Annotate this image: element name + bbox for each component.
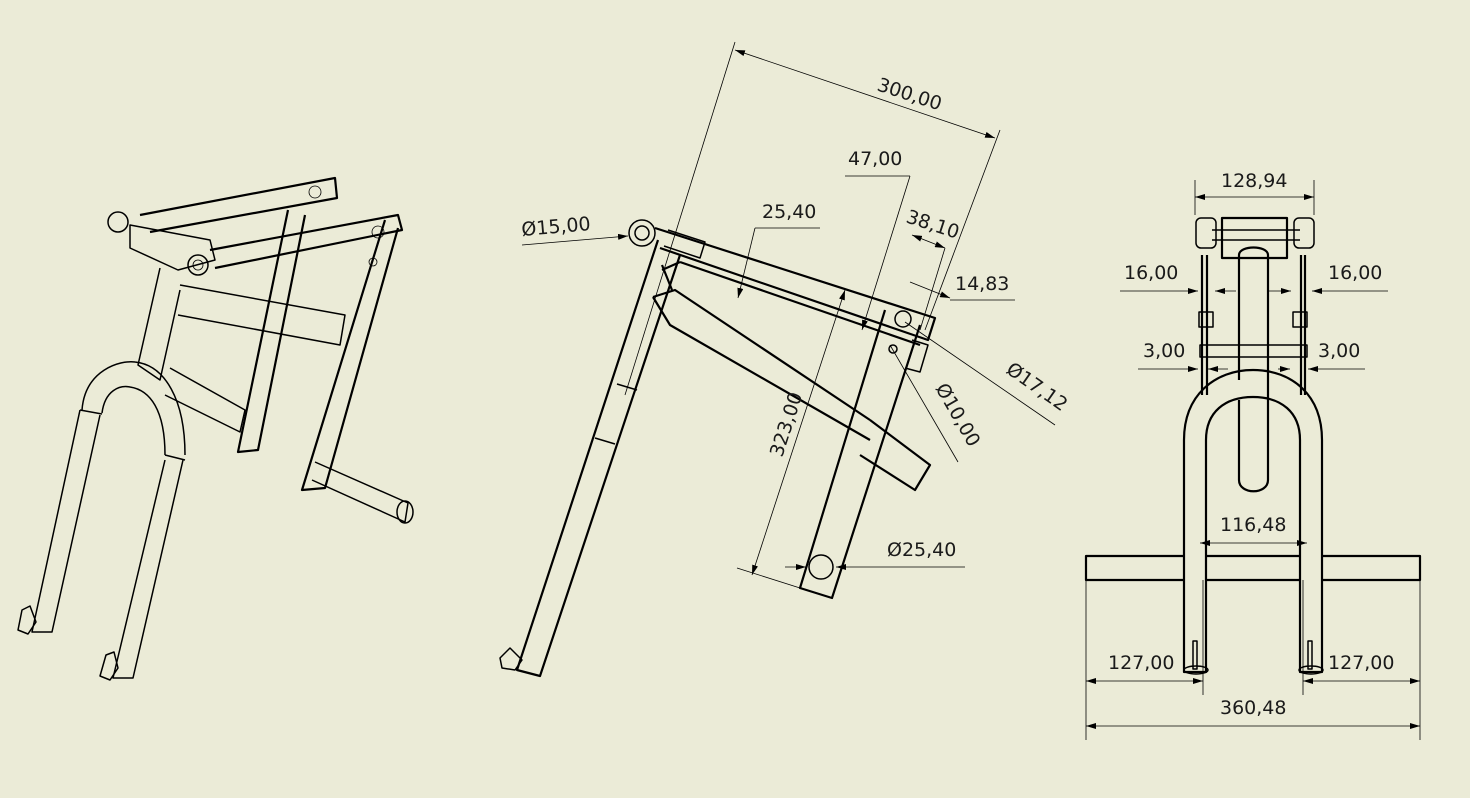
dim-left-plate: 16,00 bbox=[1124, 262, 1178, 284]
dim-right-bar: 127,00 bbox=[1328, 652, 1394, 674]
side-view: 300,00 47,00 25,40 38,10 14,83 Ø15,00 Ø1… bbox=[499, 41, 1072, 678]
dim-overall-width: 360,48 bbox=[1220, 697, 1286, 719]
dim-pivot-hole: Ø15,00 bbox=[521, 213, 592, 241]
dim-right-plate: 16,00 bbox=[1328, 262, 1382, 284]
front-view: 128,94 16,00 16,00 3,00 3,00 116,48 127,… bbox=[1084, 170, 1422, 740]
dim-left-bar: 127,00 bbox=[1108, 652, 1174, 674]
dim-right-gap: 3,00 bbox=[1318, 340, 1360, 362]
dim-38-10: 38,10 bbox=[903, 206, 962, 244]
dim-foot-hole: Ø25,40 bbox=[887, 539, 956, 561]
dim-hole-17: Ø17,12 bbox=[1002, 358, 1071, 416]
dim-14-83: 14,83 bbox=[955, 273, 1009, 295]
isometric-view bbox=[17, 176, 414, 681]
dim-25-40: 25,40 bbox=[762, 201, 816, 223]
dim-top-width: 128,94 bbox=[1221, 170, 1287, 192]
dim-left-gap: 3,00 bbox=[1143, 340, 1185, 362]
dim-hole-10: Ø10,00 bbox=[931, 380, 985, 451]
dim-inner-width: 116,48 bbox=[1220, 514, 1286, 536]
dim-47: 47,00 bbox=[848, 148, 902, 170]
